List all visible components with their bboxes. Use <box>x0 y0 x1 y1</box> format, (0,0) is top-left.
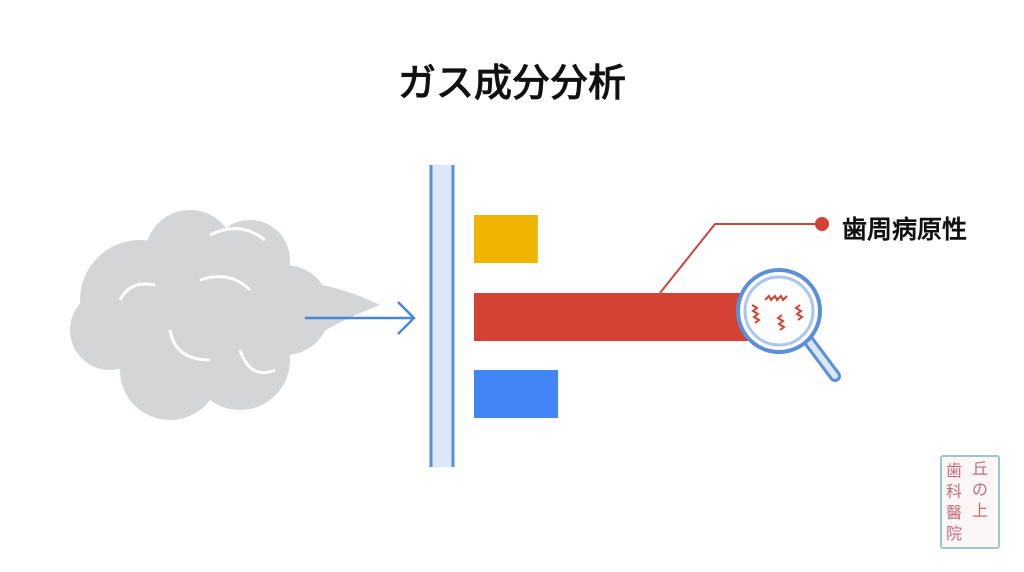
callout-dot <box>815 217 829 231</box>
page-title: ガス成分分析 <box>397 61 626 105</box>
bar-red <box>474 293 764 341</box>
stamp-text: 歯科醫院 <box>946 461 963 543</box>
bar-blue <box>474 370 559 418</box>
stamp-text: 丘の上 <box>972 459 989 520</box>
callout-line <box>659 223 822 294</box>
callout-label: 歯周病原性 <box>842 215 968 244</box>
bar-yellow <box>474 215 538 263</box>
magnifier-bacteria-icon <box>736 268 841 382</box>
clinic-logo-stamp: 歯科醫院 丘の上 <box>940 455 1000 549</box>
gas-cloud-icon <box>70 210 380 420</box>
flow-arrow-icon <box>305 301 416 335</box>
filter-membrane <box>429 165 455 467</box>
